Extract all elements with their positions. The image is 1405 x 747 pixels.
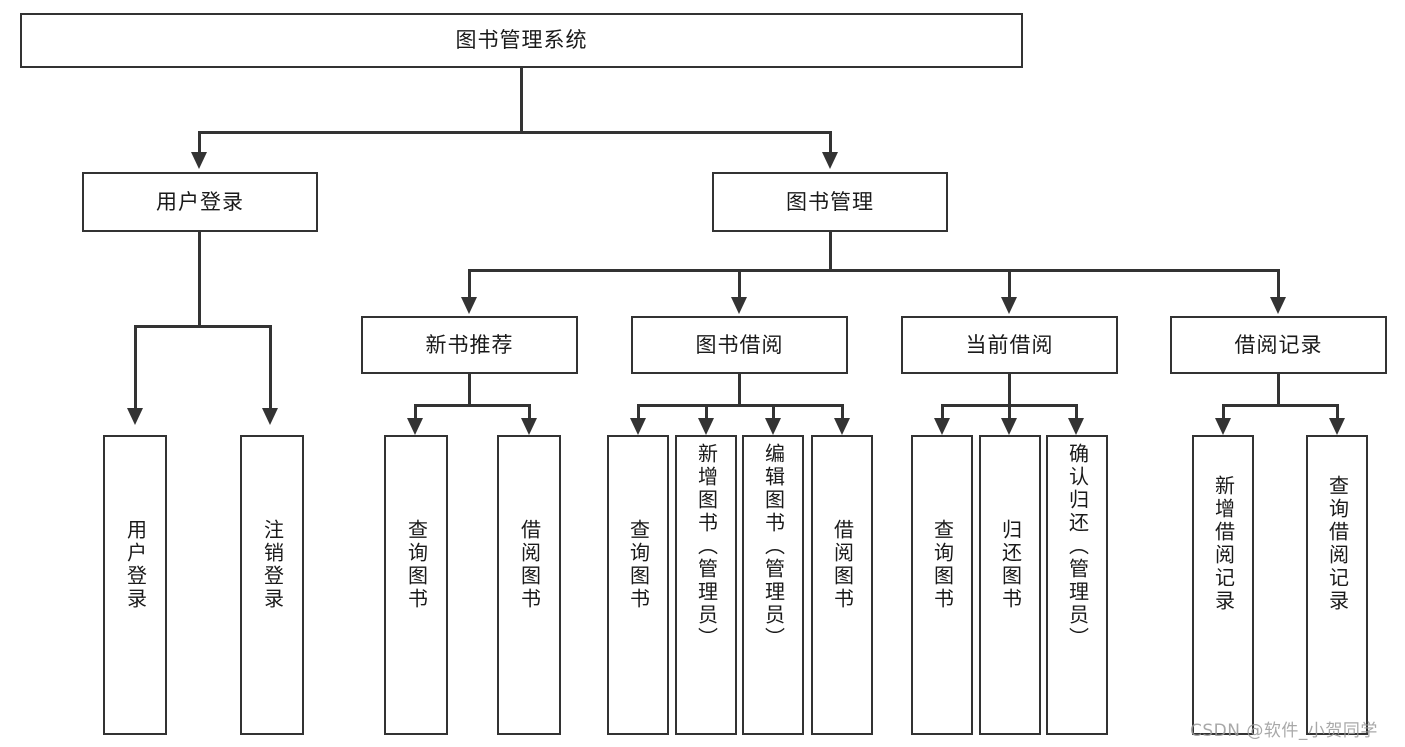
arrowhead-book-manage bbox=[822, 152, 838, 169]
arrowhead-leaf-user-logout bbox=[262, 408, 278, 425]
connector-drop-query-book-2 bbox=[637, 404, 640, 420]
arrowhead-query-book-1 bbox=[407, 418, 423, 435]
leaf-return-book[interactable]: 归还图书 bbox=[979, 435, 1041, 735]
node-label: 图书管理系统 bbox=[455, 28, 588, 53]
leaf-label: 查询借阅记录 bbox=[1325, 475, 1350, 613]
leaf-label: 借阅图书 bbox=[517, 519, 542, 611]
node-user-login[interactable]: 用户登录 bbox=[82, 172, 318, 232]
connector-drop-borrow-book-2 bbox=[841, 404, 844, 420]
leaf-query-book-current[interactable]: 查询图书 bbox=[911, 435, 973, 735]
leaf-label: 查询图书 bbox=[404, 519, 429, 611]
leaf-add-book[interactable]: 新增图书（管理员） bbox=[675, 435, 737, 735]
leaf-label: 新增借阅记录 bbox=[1211, 475, 1236, 613]
connector-drop-return-book bbox=[1008, 404, 1011, 420]
connector-br-stem bbox=[1277, 374, 1280, 405]
arrowhead-borrow-record bbox=[1270, 297, 1286, 314]
leaf-label: 新增图书（管理员） bbox=[694, 443, 719, 650]
connector-book-manage-stem bbox=[829, 232, 832, 270]
node-book-borrow[interactable]: 图书借阅 bbox=[631, 316, 848, 374]
arrowhead-book-borrow bbox=[731, 297, 747, 314]
arrowhead-new-book-recommend bbox=[461, 297, 477, 314]
leaf-label: 查询图书 bbox=[626, 519, 651, 611]
node-label: 新书推荐 bbox=[425, 332, 514, 357]
connector-user-login-bus bbox=[134, 325, 272, 328]
node-current-borrow[interactable]: 当前借阅 bbox=[901, 316, 1118, 374]
connector-drop-query-record bbox=[1336, 404, 1339, 420]
connector-level2-bus bbox=[198, 131, 832, 134]
node-root-book-management-system[interactable]: 图书管理系统 bbox=[20, 13, 1023, 68]
leaf-query-book-borrow[interactable]: 查询图书 bbox=[607, 435, 669, 735]
node-label: 借阅记录 bbox=[1234, 332, 1323, 357]
connector-drop-borrow-record bbox=[1277, 269, 1280, 299]
arrowhead-add-record bbox=[1215, 418, 1231, 435]
leaf-user-login[interactable]: 用户登录 bbox=[103, 435, 167, 735]
connector-nbr-stem bbox=[468, 374, 471, 405]
connector-drop-leaf-user-logout bbox=[269, 325, 272, 410]
csdn-watermark: CSDN @软件_小贺同学 bbox=[1190, 721, 1378, 741]
arrowhead-borrow-book-2 bbox=[834, 418, 850, 435]
leaf-label: 用户登录 bbox=[123, 519, 148, 611]
node-new-book-recommend[interactable]: 新书推荐 bbox=[361, 316, 578, 374]
connector-drop-book-manage bbox=[829, 131, 832, 154]
connector-level3-bus bbox=[468, 269, 1280, 272]
node-label: 用户登录 bbox=[156, 189, 244, 214]
connector-drop-edit-book bbox=[772, 404, 775, 420]
leaf-edit-book[interactable]: 编辑图书（管理员） bbox=[742, 435, 804, 735]
leaf-query-book-recommend[interactable]: 查询图书 bbox=[384, 435, 448, 735]
connector-bb-bus bbox=[637, 404, 844, 407]
leaf-label: 确认归还（管理员） bbox=[1065, 443, 1090, 650]
connector-bb-stem bbox=[738, 374, 741, 405]
node-borrow-record[interactable]: 借阅记录 bbox=[1170, 316, 1387, 374]
node-label: 当前借阅 bbox=[965, 332, 1054, 357]
connector-root-stem bbox=[520, 68, 523, 132]
leaf-add-borrow-record[interactable]: 新增借阅记录 bbox=[1192, 435, 1254, 735]
leaf-query-borrow-record[interactable]: 查询借阅记录 bbox=[1306, 435, 1368, 735]
connector-drop-query-book-3 bbox=[941, 404, 944, 420]
arrowhead-edit-book bbox=[765, 418, 781, 435]
connector-drop-add-book bbox=[705, 404, 708, 420]
connector-drop-borrow-book-1 bbox=[528, 404, 531, 420]
node-label: 图书管理 bbox=[786, 189, 874, 214]
connector-drop-user-login bbox=[198, 131, 201, 154]
connector-user-login-stem bbox=[198, 232, 201, 326]
leaf-label: 编辑图书（管理员） bbox=[761, 443, 786, 650]
connector-drop-confirm-return bbox=[1075, 404, 1078, 420]
connector-drop-new-book-recommend bbox=[468, 269, 471, 299]
arrowhead-query-book-3 bbox=[934, 418, 950, 435]
connector-drop-current-borrow bbox=[1008, 269, 1011, 299]
connector-drop-add-record bbox=[1222, 404, 1225, 420]
leaf-label: 借阅图书 bbox=[830, 519, 855, 611]
connector-drop-book-borrow bbox=[738, 269, 741, 299]
arrowhead-borrow-book-1 bbox=[521, 418, 537, 435]
leaf-borrow-book-recommend[interactable]: 借阅图书 bbox=[497, 435, 561, 735]
arrowhead-leaf-user-login bbox=[127, 408, 143, 425]
arrowhead-user-login bbox=[191, 152, 207, 169]
connector-drop-leaf-user-login bbox=[134, 325, 137, 410]
connector-nbr-bus bbox=[414, 404, 531, 407]
node-book-management[interactable]: 图书管理 bbox=[712, 172, 948, 232]
arrowhead-add-book bbox=[698, 418, 714, 435]
connector-br-bus bbox=[1222, 404, 1339, 407]
leaf-label: 归还图书 bbox=[998, 519, 1023, 611]
arrowhead-query-record bbox=[1329, 418, 1345, 435]
connector-cb-stem bbox=[1008, 374, 1011, 405]
arrowhead-confirm-return bbox=[1068, 418, 1084, 435]
leaf-label: 注销登录 bbox=[260, 519, 285, 611]
leaf-borrow-book[interactable]: 借阅图书 bbox=[811, 435, 873, 735]
arrowhead-return-book bbox=[1001, 418, 1017, 435]
leaf-confirm-return[interactable]: 确认归还（管理员） bbox=[1046, 435, 1108, 735]
leaf-label: 查询图书 bbox=[930, 519, 955, 611]
arrowhead-current-borrow bbox=[1001, 297, 1017, 314]
arrowhead-query-book-2 bbox=[630, 418, 646, 435]
node-label: 图书借阅 bbox=[695, 332, 784, 357]
connector-drop-query-book-1 bbox=[414, 404, 417, 420]
leaf-user-logout[interactable]: 注销登录 bbox=[240, 435, 304, 735]
